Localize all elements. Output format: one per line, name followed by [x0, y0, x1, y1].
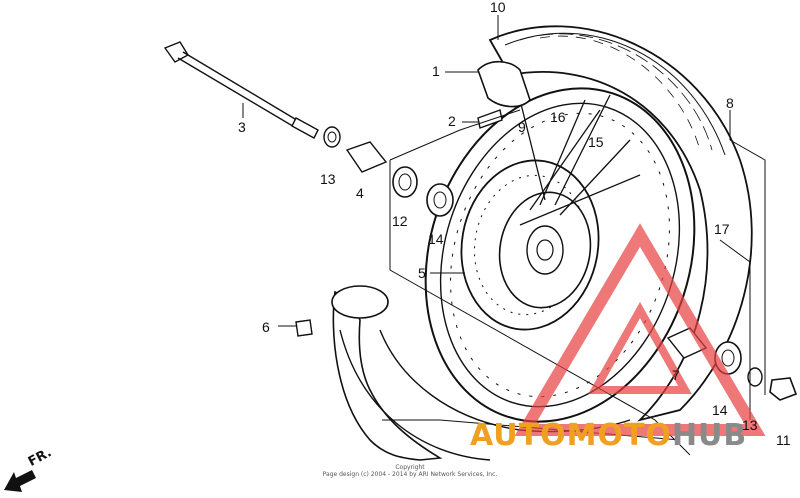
watermark-logo: AUTOMOTOHUB: [470, 418, 747, 453]
part-label-13-right: 13: [742, 417, 758, 433]
part-label-10: 10: [490, 0, 506, 15]
part-label-1: 1: [432, 63, 440, 79]
part-label-4: 4: [356, 185, 364, 201]
rim-band-2: [477, 109, 503, 129]
part-label-12: 12: [392, 213, 408, 229]
front-direction-arrow: [4, 470, 36, 492]
axle: [163, 41, 319, 139]
axle-nut-11: [769, 377, 798, 401]
part-label-17: 17: [714, 221, 730, 237]
part-label-16: 16: [550, 109, 566, 125]
spacer-4: [345, 141, 388, 173]
fender-end-cap: [331, 285, 389, 319]
spokes: [519, 94, 641, 226]
collar-13b: [747, 367, 763, 387]
part-label-11: 11: [776, 432, 791, 448]
part-label-15: 15: [588, 134, 604, 150]
tire: [488, 25, 753, 422]
tube-1: [477, 60, 531, 108]
part-label-6: 6: [262, 319, 270, 335]
part-label-2: 2: [448, 113, 456, 129]
watermark-part2: HUB: [671, 418, 748, 453]
front-fender: [332, 290, 443, 461]
copyright-notice: Copyright Page design (c) 2004 - 2014 by…: [310, 464, 510, 478]
watermark-part1: AUTOMOTO: [470, 418, 672, 453]
copyright-line1: Copyright: [395, 464, 425, 471]
valve-cap-6: [295, 319, 313, 337]
part-label-13-left: 13: [320, 171, 336, 187]
part-label-5: 5: [418, 265, 426, 281]
part-label-3: 3: [238, 119, 246, 135]
watermark-triangle: [514, 223, 766, 436]
part-label-9: 9: [518, 119, 526, 135]
part-label-14-left: 14: [428, 231, 444, 247]
part-label-14-right: 14: [712, 402, 728, 418]
copyright-line2: Page design (c) 2004 - 2014 by ARI Netwo…: [322, 471, 498, 478]
part-label-8: 8: [726, 95, 734, 111]
part-label-7: 7: [672, 367, 680, 383]
